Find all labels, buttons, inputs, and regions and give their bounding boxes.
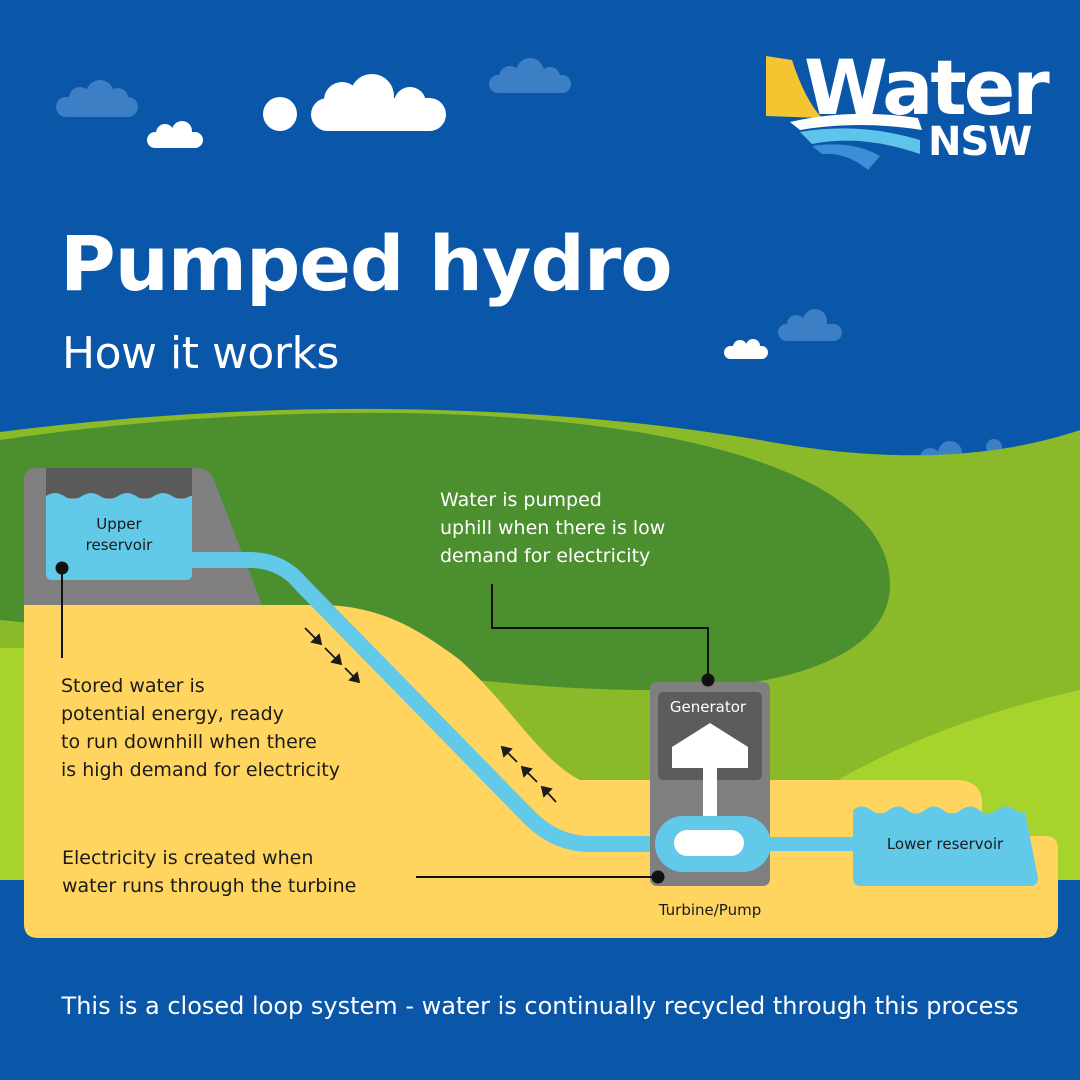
flow-arrows-down xyxy=(304,627,361,684)
lower-reservoir-water xyxy=(853,806,1038,886)
annotation-electricity-created: Electricity is created when water runs t… xyxy=(62,847,357,897)
label-lower-reservoir: Lower reservoir xyxy=(886,835,1004,853)
tailrace-pipe xyxy=(768,837,858,851)
annotation-stored-water: Stored water is potential energy, ready … xyxy=(61,675,340,781)
annotation-pumped-uphill: Water is pumped uphill when there is low… xyxy=(440,489,666,567)
logo-word: Water xyxy=(804,43,1050,132)
cloud-icon xyxy=(263,97,297,131)
page-subtitle: How it works xyxy=(62,328,339,379)
cloud-icon xyxy=(489,58,571,93)
generator-icon xyxy=(672,723,748,768)
logo-region: NSW xyxy=(928,119,1032,165)
cloud-icon xyxy=(147,121,203,148)
leader-dot xyxy=(55,561,69,575)
cloud-icon xyxy=(778,309,842,341)
water-nsw-logo-mark xyxy=(766,56,922,170)
footer-note: This is a closed loop system - water is … xyxy=(61,992,1019,1020)
leader-lines xyxy=(61,568,709,878)
upper-reservoir-dam xyxy=(46,468,192,498)
leader-dot xyxy=(701,673,715,687)
label-turbine-pump: Turbine/Pump xyxy=(658,901,762,919)
flow-arrows-up xyxy=(500,745,557,803)
leader-dot xyxy=(651,870,665,884)
cloud-icon xyxy=(311,74,446,131)
cloud-icon xyxy=(724,339,768,359)
turbine-icon xyxy=(674,830,744,856)
penstock-pipe xyxy=(190,552,670,852)
cloud-icon xyxy=(56,80,138,117)
label-upper-reservoir: Upper reservoir xyxy=(85,515,153,554)
label-generator: Generator xyxy=(669,698,747,716)
upper-reservoir-water xyxy=(46,493,192,580)
page-title: Pumped hydro xyxy=(60,219,673,308)
yellow-land xyxy=(24,605,1058,938)
